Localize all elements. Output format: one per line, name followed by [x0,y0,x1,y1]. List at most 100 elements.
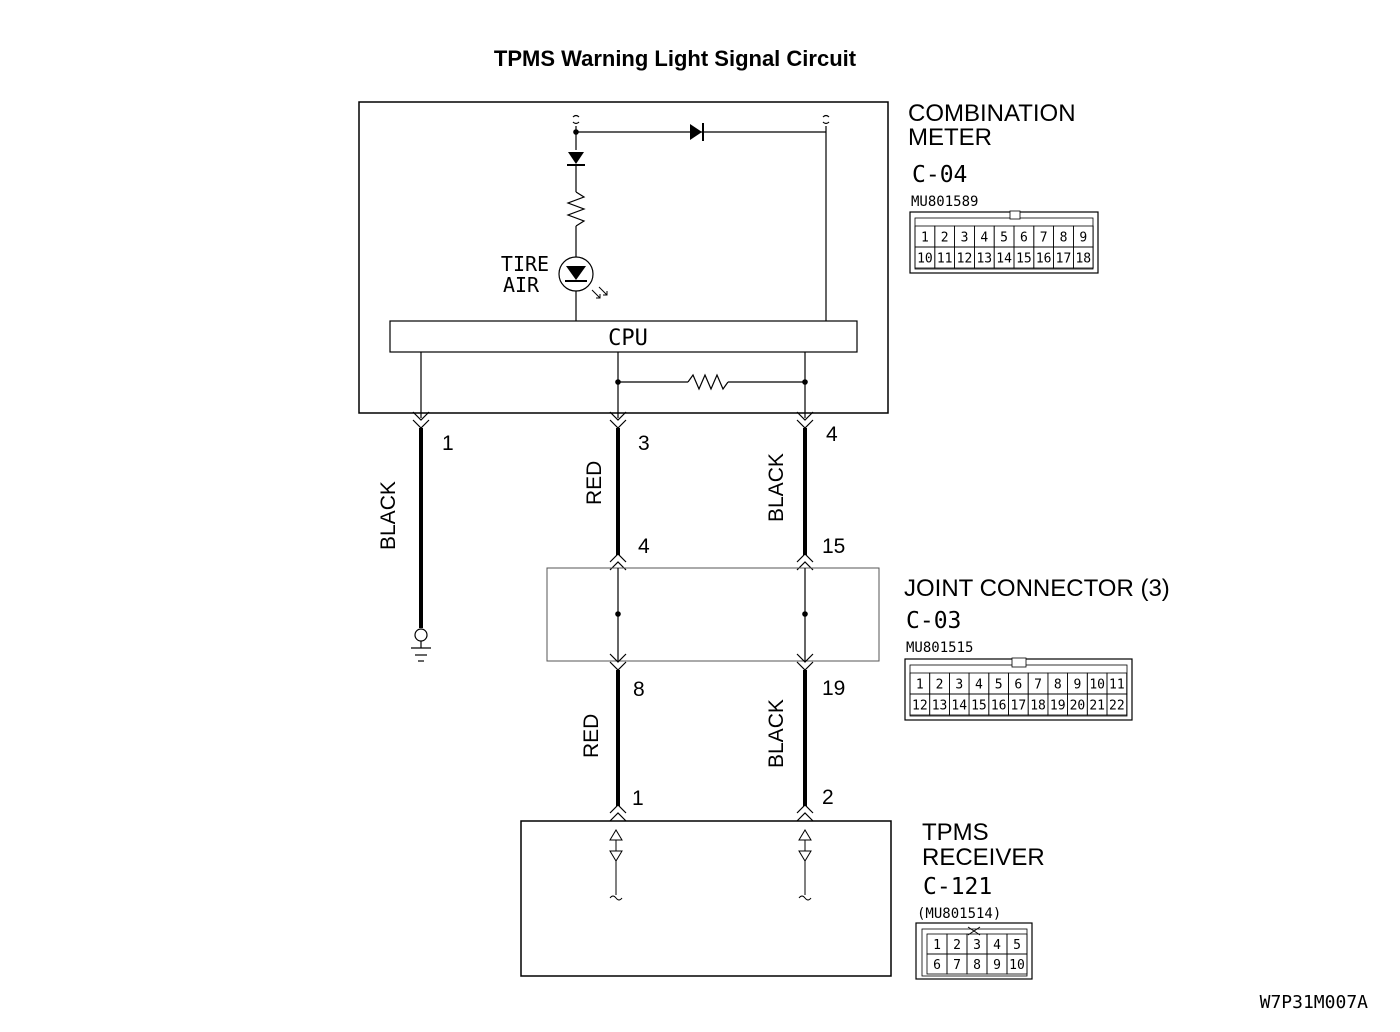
joint-pin-number: 16 [991,699,1007,714]
resistor-symbol [566,191,586,227]
joint-connector [546,567,880,662]
cpu-block [389,320,858,353]
wire1-color-label: BLACK [377,481,400,550]
meter-pin-number: 6 [1020,231,1028,246]
joint-pin-number: 18 [1030,699,1046,714]
meter-name-line2: METER [908,124,992,151]
ground-icon [411,628,431,662]
receiver-pin-number: 1 [933,938,941,953]
joint-pin-number: 8 [1054,678,1062,693]
diagram-title: TPMS Warning Light Signal Circuit [494,46,857,71]
signal-io-icon [798,829,812,901]
joint-pin-number: 17 [1011,699,1027,714]
joint-pin-number: 12 [912,699,928,714]
receiver-pin-number: 9 [993,958,1001,973]
joint-pin-cell [1106,693,1128,716]
combination-meter-box [358,101,889,414]
wire2-to-pin: 4 [638,535,650,558]
meter-pin-cell [1073,246,1094,269]
joint-pin-number: 5 [995,678,1003,693]
receiver-pin-number: 4 [993,938,1001,953]
meter-pin-number: 14 [996,252,1012,267]
meter-pin-number: 12 [957,252,973,267]
meter-pin-number: 5 [1000,231,1008,246]
receiver-part-number: (MU801514) [917,906,1001,922]
meter-pin-number: 10 [917,252,933,267]
meter-part-number: MU801589 [911,194,978,210]
meter-name-line1: COMBINATION [908,100,1076,127]
joint-pin-number: 1 [916,678,924,693]
warning-lamp-icon [558,256,608,299]
wire3-color-label: BLACK [765,453,788,522]
receiver-pin-number: 7 [953,958,961,973]
combination-meter: TIRE AIR CPU [358,101,889,418]
joint-pin-number: 10 [1089,678,1105,693]
joint-connector-box [546,567,880,662]
receiver-pin-cell [1006,953,1028,975]
receiver-pin-number: 6 [933,958,941,973]
wire4-from-pin: 8 [633,678,645,701]
receiver-connector-code: C-121 [923,874,992,900]
joint-pin-number: 2 [936,678,944,693]
tpms-receiver-box [520,820,892,977]
joint-pin-number: 21 [1089,699,1105,714]
meter-pin-number: 9 [1079,231,1087,246]
wire3-from-pin: 4 [826,423,838,446]
meter-pin-number: 8 [1060,231,1068,246]
receiver-pin-number: 5 [1013,938,1021,953]
meter-pin-number: 11 [937,252,953,267]
tpms-receiver [520,820,892,977]
meter-pin-number: 4 [980,231,988,246]
meter-pin-number: 2 [941,231,949,246]
joint-pin-number: 7 [1034,678,1042,693]
meter-pin-number: 1 [921,231,929,246]
joint-pin-number: 3 [955,678,963,693]
wire3-to-pin: 15 [822,535,845,558]
diode-symbol [690,123,704,141]
meter-pin-number: 7 [1040,231,1048,246]
meter-pin-number: 17 [1056,252,1072,267]
wire5-color-label: BLACK [765,699,788,768]
joint-connector-code: C-03 [906,608,961,634]
wire2-from-pin: 3 [638,432,650,455]
joint-pin-number: 13 [932,699,948,714]
diode-symbol [567,152,585,166]
joint-pin-number: 4 [975,678,983,693]
meter-pin-number: 13 [976,252,992,267]
lamp-label-tire: TIRE [501,252,549,276]
signal-io-icon [609,829,623,901]
joint-pin-number: 15 [971,699,987,714]
meter-pin-number: 15 [1016,252,1032,267]
meter-pin-number: 18 [1075,252,1091,267]
joint-pin-number: 6 [1014,678,1022,693]
meter-connector-code: C-04 [912,162,967,188]
joint-pin-number: 11 [1109,678,1125,693]
receiver-pin-number: 2 [953,938,961,953]
joint-pin-number: 19 [1050,699,1066,714]
figure-id: W7P31M007A [1260,992,1369,1013]
receiver-pin-number: 8 [973,958,981,973]
wire4-color-label: RED [580,714,603,758]
joint-pin-number: 9 [1074,678,1082,693]
wire5-to-pin: 2 [822,786,834,809]
joint-pin-number: 14 [951,699,967,714]
wire5-from-pin: 19 [822,677,845,700]
cpu-label: CPU [608,326,648,351]
meter-pin-number: 3 [961,231,969,246]
joint-pin-number: 20 [1070,699,1086,714]
receiver-name-line1: TPMS [922,819,989,846]
joint-part-number: MU801515 [906,640,973,656]
lamp-label-air: AIR [503,273,540,297]
joint-connector-name: JOINT CONNECTOR (3) [904,575,1170,602]
wire2-color-label: RED [583,461,606,505]
wire4-to-pin: 1 [632,787,644,810]
meter-pin-number: 16 [1036,252,1052,267]
wire1-pin-label: 1 [442,432,454,455]
receiver-pin-number: 10 [1009,958,1025,973]
receiver-name-line2: RECEIVER [922,844,1045,871]
receiver-pin-number: 3 [973,938,981,953]
